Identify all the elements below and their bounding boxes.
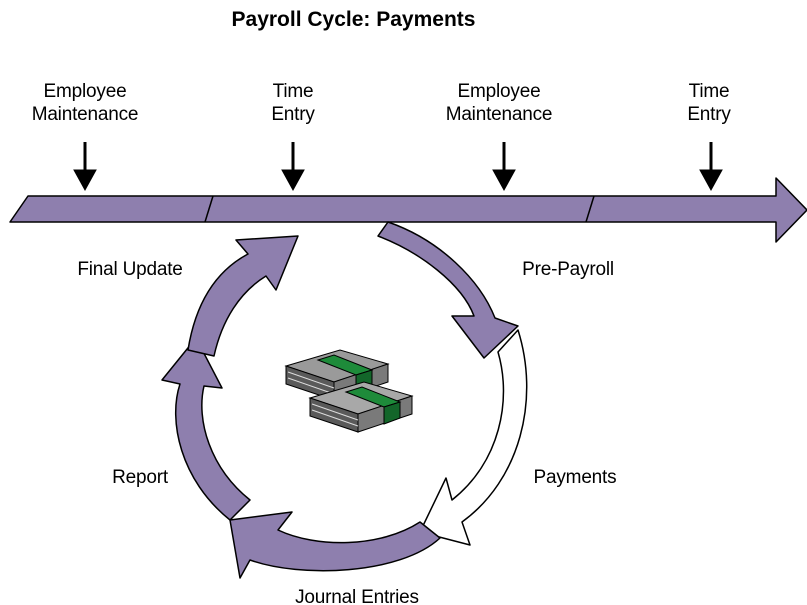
timeline-label-employee-maintenance: Employee Maintenance: [31, 81, 139, 125]
timeline-down-arrow: [699, 142, 723, 192]
cycle-label-final-update: Final Update: [77, 259, 183, 280]
timeline-divider: [585, 195, 595, 223]
cycle-label-journal-entries: Journal Entries: [295, 587, 419, 605]
timeline-down-arrow: [281, 142, 305, 192]
cycle-label-pre-payroll: Pre-Payroll: [522, 259, 614, 280]
cycle-arrow-report: [161, 337, 251, 521]
timeline-divider: [204, 195, 214, 223]
timeline-arrow: [9, 177, 807, 243]
cycle-label-report: Report: [112, 467, 168, 488]
cycle-arrow-final-update: [187, 235, 299, 357]
timeline-label-time-entry: Time Entry: [271, 81, 315, 125]
money-stack-icon: [284, 349, 414, 433]
cycle-arrow-payments: [419, 329, 528, 546]
timeline-down-arrow: [492, 142, 516, 192]
timeline-label-employee-maintenance: Employee Maintenance: [445, 81, 553, 125]
cycle-arrow-pre-payroll: [377, 221, 519, 359]
cycle-arrow-journal-entries: [229, 511, 441, 579]
timeline-label-time-entry: Time Entry: [687, 81, 731, 125]
timeline-down-arrow: [73, 142, 97, 192]
cycle-label-payments: Payments: [533, 467, 617, 488]
diagram-title: Payroll Cycle: Payments: [231, 8, 476, 31]
